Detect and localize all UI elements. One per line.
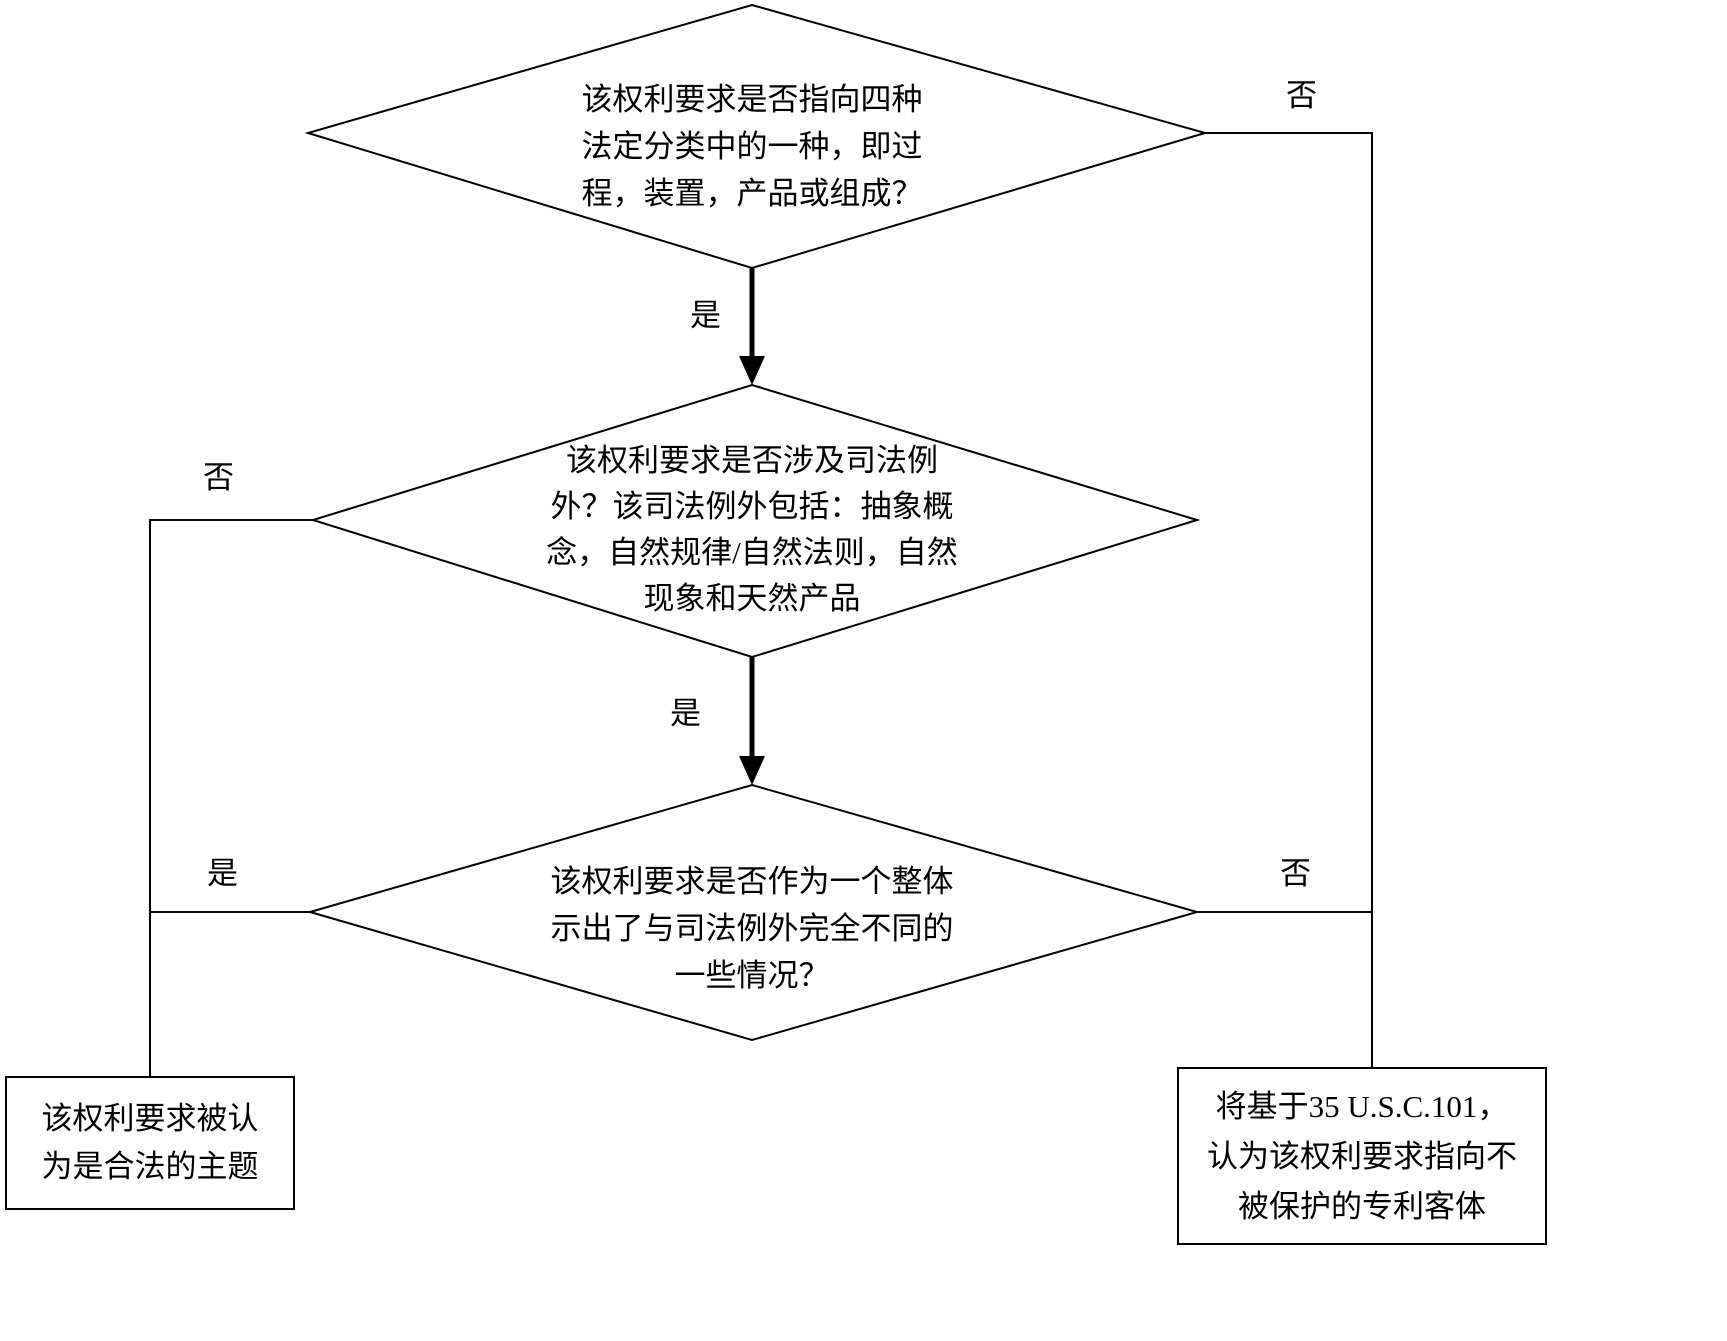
- label-d1-yes: 是: [690, 298, 721, 333]
- decision2-text: 该权利要求是否涉及司法例 外？该司法例外包括：抽象概 念，自然规律/自然法则，自…: [546, 443, 958, 616]
- label-d2-yes: 是: [670, 696, 701, 731]
- result-ineligible-box: [1177, 1067, 1547, 1245]
- arrowhead-d2-yes: [739, 756, 765, 785]
- decision2-diamond: [309, 383, 1201, 659]
- arrowhead-d1-yes: [739, 356, 765, 385]
- edge-d1-no-to-ineligible: [1205, 132, 1373, 1068]
- result-eligible-text: 该权利要求被认 为是合法的主题: [41, 1101, 259, 1184]
- decision1-text: 该权利要求是否指向四种 法定分类中的一种，即过 程，装置，产品或组成？: [581, 82, 923, 211]
- result-ineligible-text: 将基于35 U.S.C.101， 认为该权利要求指向不 被保护的专利客体: [1207, 1089, 1517, 1224]
- label-d3-yes: 是: [207, 856, 238, 891]
- label-d2-no: 否: [203, 460, 234, 495]
- decision1-diamond: [304, 3, 1209, 270]
- result-eligible-box: [5, 1076, 295, 1210]
- edge-d2-no-to-eligible: [149, 519, 313, 1077]
- label-d3-no: 否: [1280, 856, 1311, 891]
- label-d1-no: 否: [1286, 78, 1317, 113]
- decision3-text: 该权利要求是否作为一个整体 示出了与司法例外完全不同的 一些情况？: [550, 864, 954, 993]
- decision3-diamond: [306, 783, 1201, 1042]
